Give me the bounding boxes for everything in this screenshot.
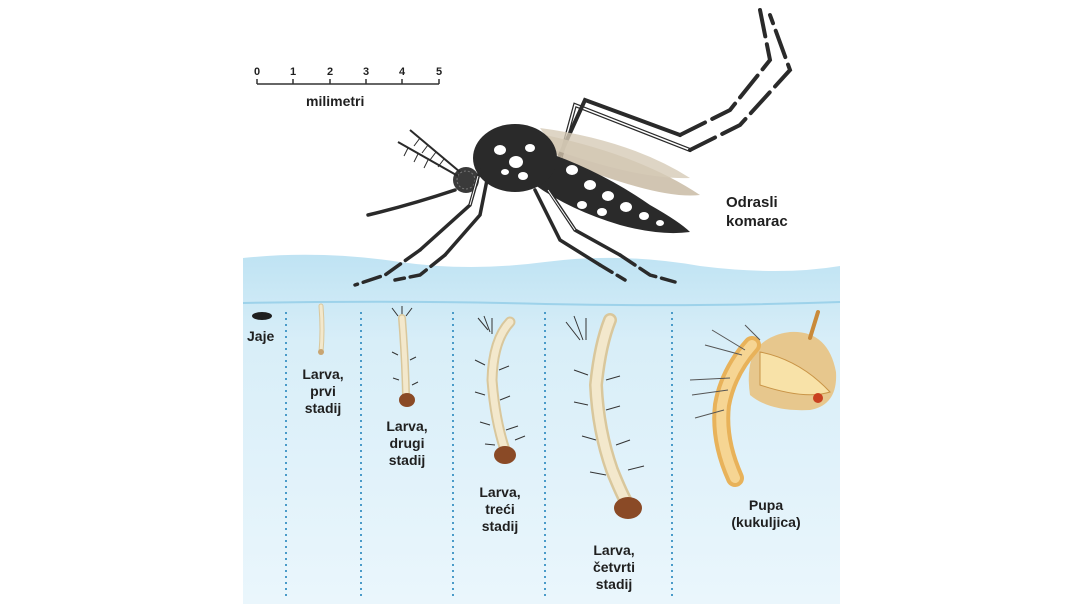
adult-mosquito-label: Odrasli komarac: [726, 193, 788, 231]
stage-dividers: [285, 312, 673, 600]
scale-tick-label: 4: [398, 66, 406, 78]
larva1-label-line: prvi: [310, 383, 336, 399]
pupa-icon: [689, 310, 837, 487]
larva1-label-line: Larva,: [302, 366, 344, 382]
larva3-label-line: stadij: [481, 518, 519, 534]
scale-tick-label: 1: [289, 66, 297, 78]
larva4-label-line: Larva,: [593, 542, 635, 558]
scale-tick-label: 5: [435, 66, 443, 78]
scale-unit-label: milimetri: [306, 93, 365, 109]
scale-tick-label: 3: [362, 66, 370, 78]
larva-icon: [474, 315, 526, 464]
larva2-label-line: drugi: [389, 435, 425, 451]
larva2-label: Larva, drugi stadij: [384, 418, 430, 469]
larva3-label-line: treći: [485, 501, 515, 517]
larva-icon: [565, 313, 645, 519]
pupa-label-line: Pupa: [748, 497, 784, 513]
egg-label: Jaje: [247, 328, 275, 344]
larva1-label-line: stadij: [304, 400, 342, 416]
water-area: [243, 254, 840, 604]
pupa-label: Pupa (kukuljica): [723, 497, 809, 531]
scale-bar: [256, 79, 440, 85]
larva3-label: Larva, treći stadij: [477, 484, 523, 535]
larva2-label-line: Larva,: [386, 418, 428, 434]
egg-icon: [252, 312, 272, 320]
larva4-label: Larva, četvrti stadij: [587, 542, 641, 593]
larva-icon: [318, 303, 325, 355]
larva4-label-line: stadij: [595, 576, 633, 592]
adult-label-line: komarac: [726, 213, 788, 230]
scale-tick-label: 2: [326, 66, 334, 78]
larva4-label-line: četvrti: [592, 559, 636, 575]
mosquito-icon: [353, 8, 793, 287]
pupa-label-line: (kukuljica): [731, 514, 801, 530]
water-surface-line: [242, 300, 841, 307]
larva3-label-line: Larva,: [479, 484, 521, 500]
larva-icon: [391, 306, 419, 407]
adult-label-line: Odrasli: [726, 194, 778, 211]
larva2-label-line: stadij: [388, 452, 426, 468]
larva1-label: Larva, prvi stadij: [301, 366, 345, 417]
scale-tick-label: 0: [253, 66, 261, 78]
